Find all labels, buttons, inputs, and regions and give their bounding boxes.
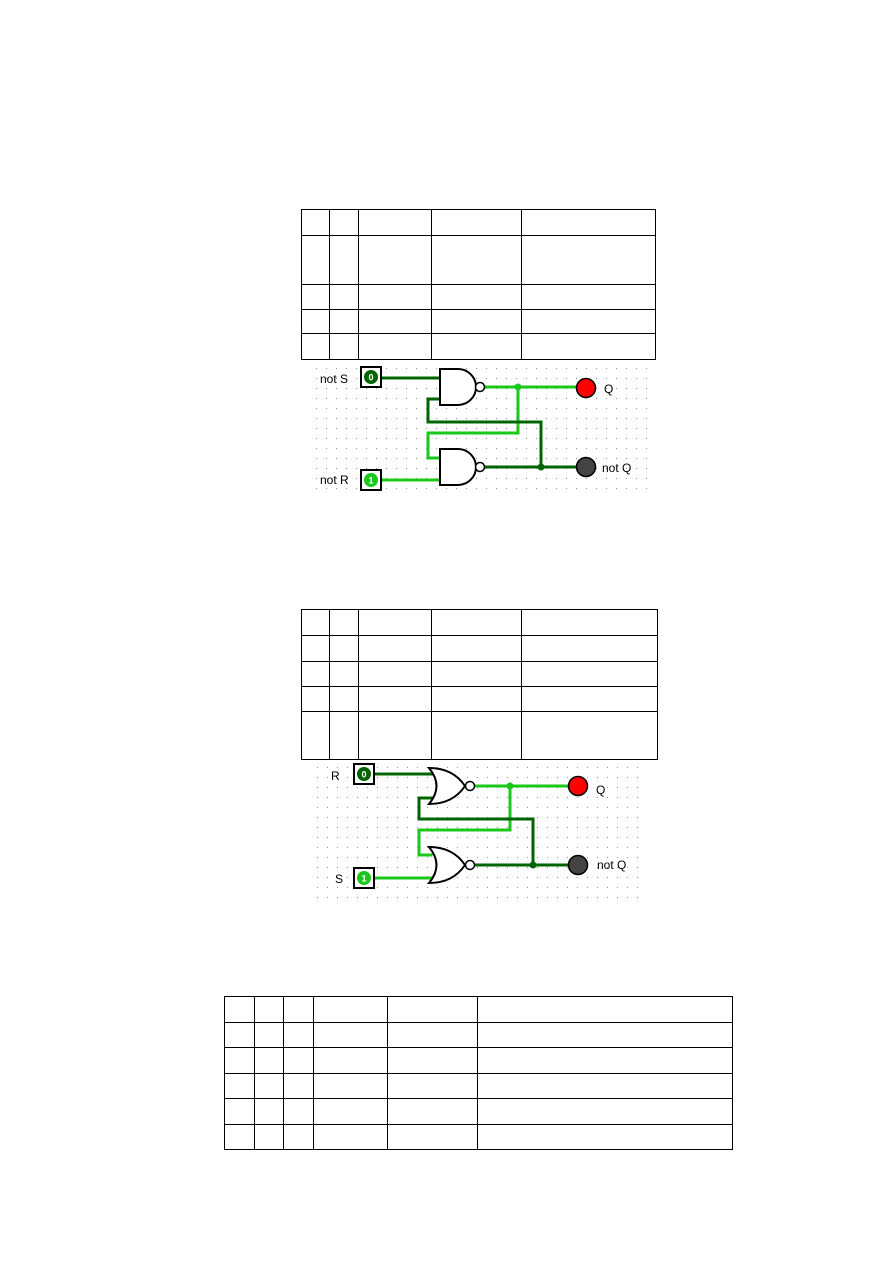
wires — [374, 772, 570, 880]
wire-q-feedback — [426, 385, 520, 460]
nand-gate-top — [439, 368, 486, 406]
truth-table-3 — [224, 996, 733, 1150]
table-row — [301, 609, 658, 636]
input-label-r: R — [331, 769, 340, 783]
table-row — [301, 333, 656, 360]
wires — [381, 376, 578, 482]
output-label-not-q: not Q — [597, 858, 626, 872]
output-led-q — [575, 377, 597, 399]
table-row — [301, 661, 658, 687]
table-row — [301, 309, 656, 334]
nor-gate-bottom — [426, 845, 476, 885]
input-label-not-s: not S — [320, 372, 348, 386]
junction-q — [514, 383, 522, 391]
nor-gate-top — [426, 766, 476, 806]
junction-notq — [537, 463, 545, 471]
table-row — [301, 711, 658, 760]
input-pin-value: 0 — [368, 373, 373, 383]
output-led-q — [567, 775, 589, 797]
table-row — [301, 284, 656, 310]
nor-latch-circuit: 0 R 1 S Q not Q — [313, 763, 638, 903]
table-row — [224, 1124, 733, 1150]
table-row — [224, 996, 733, 1023]
output-label-not-q: not Q — [602, 461, 631, 475]
table-row — [301, 635, 658, 662]
input-pin-s[interactable]: 1 — [353, 867, 375, 889]
input-pin-value: 1 — [368, 476, 373, 486]
table-row — [224, 1073, 733, 1099]
truth-table-nand — [301, 209, 656, 360]
input-label-not-r: not R — [320, 473, 349, 487]
table-row — [224, 1047, 733, 1074]
output-label-q: Q — [596, 783, 605, 797]
junction-q — [506, 782, 514, 790]
table-row — [224, 1022, 733, 1048]
wire-notq-feedback — [426, 397, 543, 469]
table-row — [301, 235, 656, 285]
wire-notq-feedback — [417, 796, 535, 867]
table-row — [301, 209, 656, 236]
junction-notq — [529, 861, 537, 869]
table-row — [224, 1098, 733, 1125]
nand-gate-bottom — [439, 448, 486, 486]
input-pin-r[interactable]: 0 — [353, 763, 375, 785]
wire-q-feedback — [417, 784, 512, 857]
input-pin-value: 1 — [361, 874, 366, 884]
input-pin-value: 0 — [361, 770, 366, 780]
nand-latch-circuit: 0 not S 1 not R Q not Q — [310, 362, 650, 494]
input-pin-not-s[interactable]: 0 — [360, 366, 382, 388]
output-label-q: Q — [604, 382, 613, 396]
truth-table-nor — [301, 609, 658, 760]
output-led-not-q — [575, 456, 597, 478]
output-led-not-q — [567, 854, 589, 876]
input-pin-not-r[interactable]: 1 — [360, 469, 382, 491]
input-label-s: S — [335, 872, 343, 886]
table-row — [301, 686, 658, 712]
